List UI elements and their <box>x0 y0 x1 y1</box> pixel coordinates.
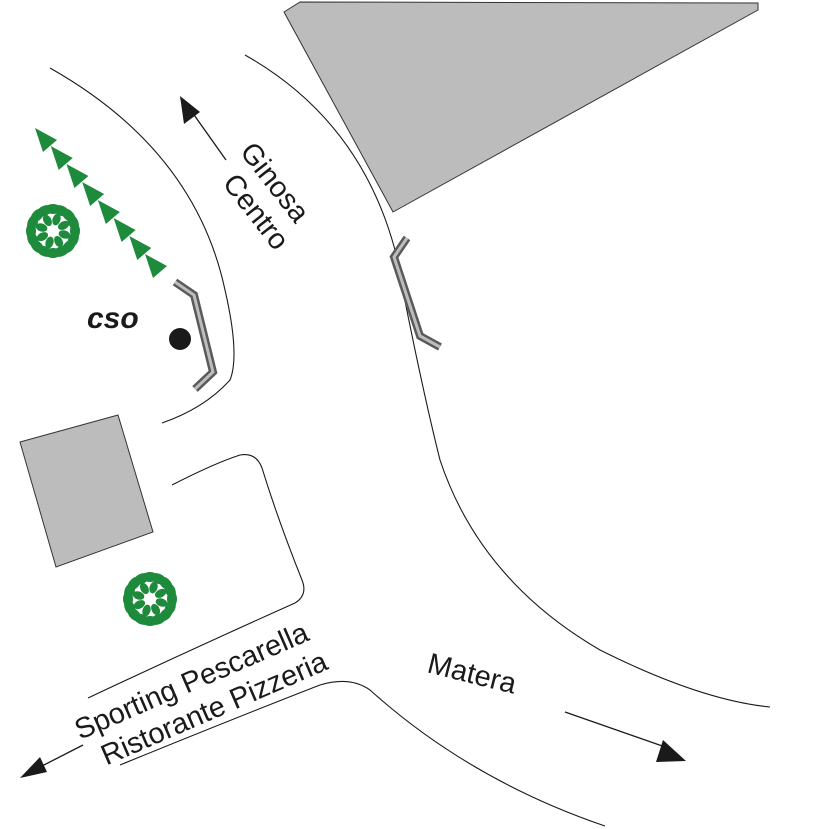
tree-icon <box>26 204 80 258</box>
hedge-icon <box>35 128 167 278</box>
station-dot-icon <box>169 328 191 350</box>
arrow-icon <box>20 744 84 778</box>
road-edge-main-east <box>244 54 771 708</box>
building-north-east <box>283 1 759 213</box>
label-ginosa-centro: Ginosa Centro <box>216 137 316 257</box>
guardrail-west <box>172 278 218 392</box>
arrow-icon <box>564 711 686 762</box>
road-edge-side-street-north <box>87 453 305 699</box>
guardrail-east <box>389 235 442 351</box>
station-label: cso <box>87 302 139 335</box>
arrow-icon <box>180 96 227 161</box>
building-west <box>19 414 154 568</box>
tree-icon <box>123 572 177 626</box>
road-edge-west-upper <box>49 67 235 424</box>
road-edge-south <box>119 680 606 827</box>
label-matera: Matera <box>424 648 520 701</box>
